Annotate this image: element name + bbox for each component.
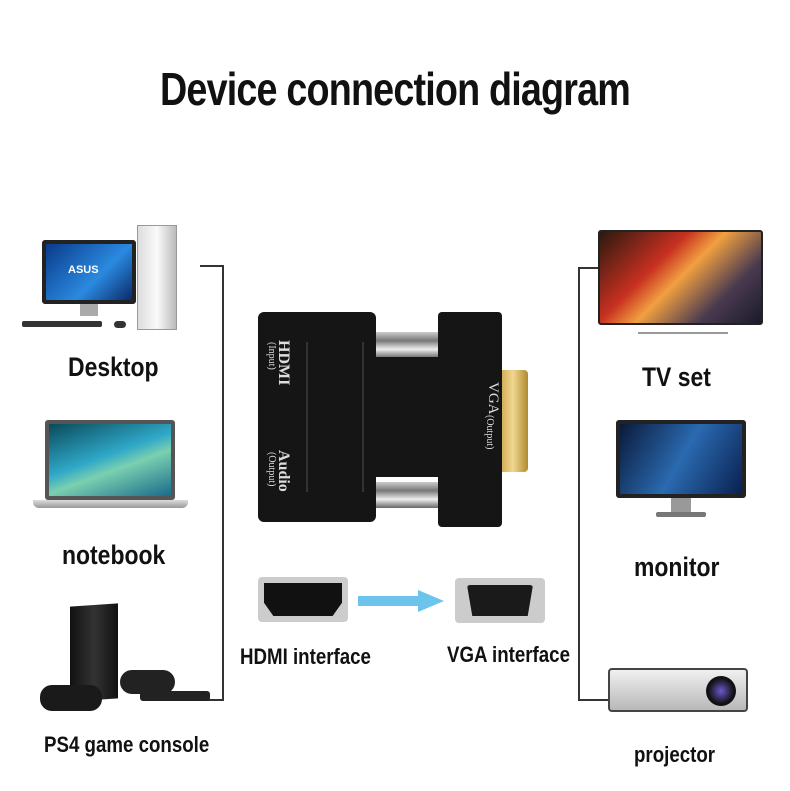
hdmi-interface-label: HDMI interface: [240, 644, 371, 669]
vga-port-sublabel: (Output): [484, 415, 495, 450]
monitor-stand: [671, 498, 691, 512]
hdmi-connector-icon: [258, 577, 348, 622]
hdmi-port-sublabel: (Input): [266, 342, 277, 370]
right-connector-top: [578, 267, 600, 269]
adapter-hdmi-body: [258, 312, 376, 522]
vga-port-label: VGA: [485, 382, 501, 415]
adapter-vga-body: [438, 312, 502, 527]
mouse: [114, 321, 126, 328]
screw-top: [373, 332, 448, 358]
monitor-image: [616, 420, 746, 520]
notebook-base: [33, 500, 188, 508]
projector-lens: [706, 676, 736, 706]
ps4-image: [40, 603, 210, 715]
right-connector-bottom: [578, 699, 608, 701]
audio-port-sublabel: (Output): [266, 452, 277, 487]
adapter-grooves: [306, 342, 364, 492]
tv-image: [598, 224, 763, 339]
keyboard: [22, 321, 102, 327]
desktop-stand: [80, 304, 98, 316]
vga-connector-icon: [455, 578, 545, 623]
vga-pins: [498, 370, 528, 472]
controller-icon-2: [120, 670, 175, 694]
notebook-screen: [45, 420, 175, 500]
screw-bottom: [373, 482, 448, 508]
page-title: Device connection diagram: [159, 63, 631, 115]
arrow-icon: [358, 590, 446, 612]
left-connector-bottom: [200, 699, 224, 701]
projector-label: projector: [634, 742, 716, 767]
adapter-middle: [368, 357, 448, 477]
pc-tower: [137, 225, 177, 330]
tv-label: TV set: [642, 362, 711, 392]
tv-screen: [598, 230, 763, 325]
desktop-monitor: ASUS: [42, 240, 136, 304]
ps4-label: PS4 game console: [44, 732, 210, 757]
projector-image: [608, 668, 748, 712]
desktop-image: ASUS: [22, 225, 202, 335]
desktop-brand: ASUS: [68, 264, 99, 276]
audio-port-label: Audio: [275, 450, 292, 492]
controller-icon: [40, 685, 102, 711]
ps4-camera: [140, 691, 210, 701]
right-connector-line: [578, 267, 580, 701]
notebook-label: notebook: [62, 540, 166, 570]
monitor-label: monitor: [634, 552, 720, 582]
hdmi-port-label: HDMI: [275, 340, 292, 386]
notebook-image: [33, 420, 188, 510]
left-connector-top: [200, 265, 224, 267]
desktop-label: Desktop: [68, 352, 159, 382]
tv-stand: [638, 328, 728, 334]
hdmi-vga-adapter: HDMI (Input) Audio (Output) VGA (Output): [258, 312, 528, 527]
monitor-screen: [616, 420, 746, 498]
monitor-base: [656, 512, 706, 517]
left-connector-line: [222, 265, 224, 700]
vga-interface-label: VGA interface: [447, 642, 570, 667]
